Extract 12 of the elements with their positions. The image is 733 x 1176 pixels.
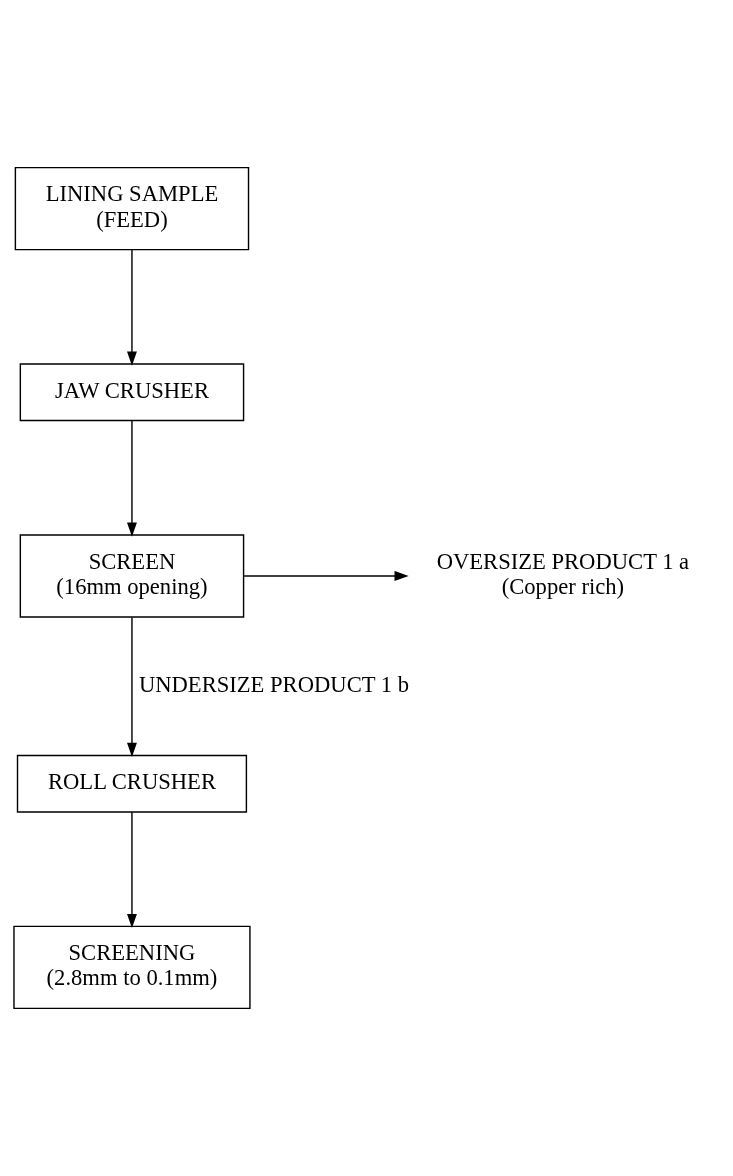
arrow	[243, 571, 409, 581]
edge-label: UNDERSIZE PRODUCT 1 b	[138, 671, 409, 697]
node-text: OVERSIZE PRODUCT 1 a (Copper rich)	[436, 548, 690, 600]
arrow	[127, 420, 137, 537]
node-box: SCREENING (2.8mm to 0.1mm)	[13, 925, 251, 1010]
arrow	[127, 616, 137, 757]
arrow	[127, 811, 137, 929]
node-box: LINING SAMPLE (FEED)	[14, 166, 250, 251]
node-box: ROLL CRUSHER	[16, 754, 248, 813]
node-box: SCREEN (16mm opening)	[19, 534, 245, 618]
arrow	[127, 249, 137, 366]
node-box: JAW CRUSHER	[19, 363, 245, 422]
